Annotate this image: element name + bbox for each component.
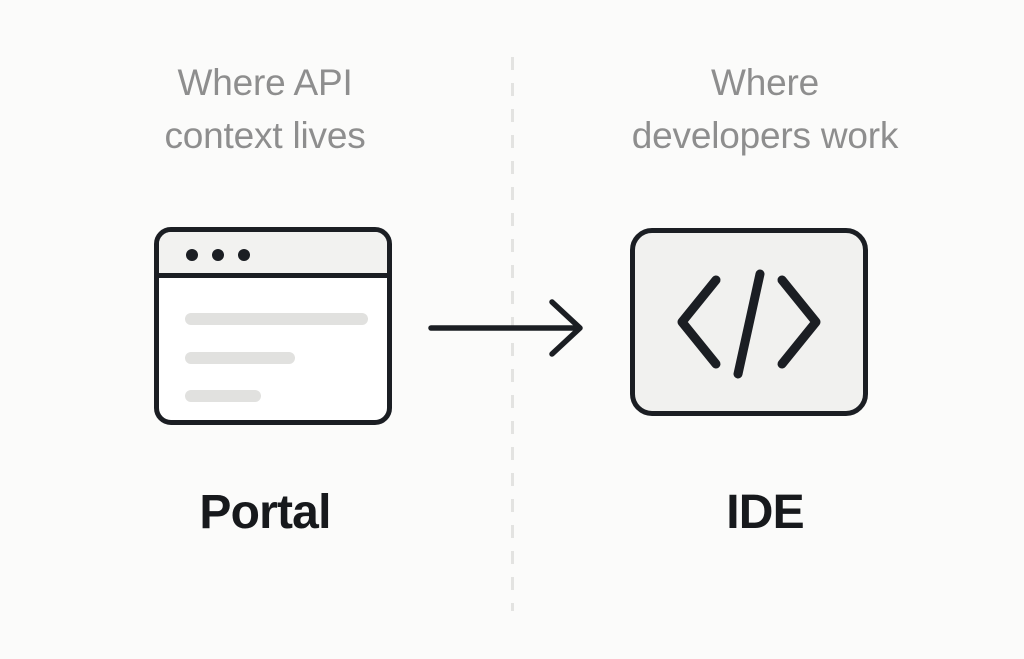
- content-line-2: [185, 352, 295, 364]
- portal-column: Where API context lives Portal: [30, 0, 500, 659]
- traffic-light-dot-1: [186, 249, 198, 261]
- browser-titlebar: [159, 232, 387, 278]
- content-line-3: [185, 390, 261, 402]
- code-brackets-icon: [630, 228, 868, 416]
- browser-window-frame: [154, 227, 392, 425]
- ide-label: IDE: [726, 486, 804, 539]
- portal-caption: Where API context lives: [164, 62, 366, 156]
- slash-stroke: [733, 269, 765, 379]
- vertical-dashed-divider: [511, 57, 514, 611]
- right-angle-bracket: [777, 275, 821, 369]
- content-line-1: [185, 313, 368, 325]
- traffic-light-dot-2: [212, 249, 224, 261]
- left-angle-bracket: [677, 275, 721, 369]
- traffic-light-dot-3: [238, 249, 250, 261]
- portal-label: Portal: [199, 486, 331, 539]
- ide-caption: Where developers work: [631, 62, 899, 156]
- arrow-right-icon: [424, 292, 594, 364]
- browser-window-icon: [154, 227, 392, 425]
- ide-column: Where developers work IDE: [530, 0, 1000, 659]
